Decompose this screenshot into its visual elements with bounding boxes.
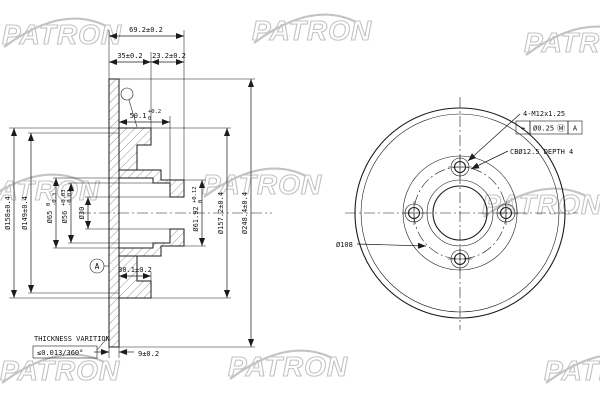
watermark-logo: PATRON (543, 354, 600, 387)
counterbore-note-text: CBØ12.5 DEPTH 4 (510, 148, 573, 156)
watermark-logo: PATRON (0, 173, 100, 207)
dim-nose-od-tol-lower: 0 (198, 200, 204, 203)
watermark-text: PATRON (524, 27, 600, 58)
runout-note-line2: ≤0.013/360° (37, 349, 83, 357)
thread-note-text: 4-M12x1.25 (523, 110, 565, 118)
hub-flange-lower-section (118, 255, 152, 299)
dim-bore-56-text: Ø56 (61, 211, 69, 224)
thread-note-leader (467, 113, 521, 162)
watermark-logo: PATRON (251, 13, 372, 47)
fcf-datum-cell (567, 120, 583, 135)
dim-bore-30-text: Ø30 (78, 207, 86, 220)
watermark-swoosh-icon (253, 13, 357, 44)
hole-crosshair (494, 201, 518, 225)
dim-nose-od: Ø61.92 +0.12 0 (192, 186, 204, 231)
feature-control-frame: ⌖ Ø0.25 Ⓜ A (515, 120, 583, 135)
watermark-swoosh-icon (483, 187, 587, 218)
dim-hat-diameter-text: Ø157.2±0.4 (217, 192, 225, 234)
dim-flange-width-text: 35±0.2 (117, 52, 142, 60)
watermark-swoosh-icon (203, 167, 307, 198)
dim-hat-diameter: Ø157.2±0.4 (217, 192, 225, 234)
disc-outer-circle (354, 107, 566, 319)
material-condition-icon: Ⓜ (557, 124, 565, 133)
hub-barrel-lower-section (118, 228, 185, 257)
watermark-text: PATRON (0, 175, 100, 206)
balloon-circle (120, 87, 134, 101)
bolt-hole-bottom (448, 247, 472, 271)
dim-bore-65-text: Ø65 (46, 211, 54, 224)
watermark-text: PATRON (2, 19, 122, 50)
hub-barrel-upper-section (118, 169, 185, 198)
disc-plate-section (108, 78, 120, 348)
hole-crosshair (402, 201, 426, 225)
dim-pilot-od-text: Ø149±0.4 (21, 196, 29, 230)
datum-text: A (95, 262, 100, 271)
watermark-swoosh-icon (3, 17, 107, 48)
dim-seat-depth-text: 50.1 (130, 112, 147, 120)
dim-plate-thickness-text: 9±0.2 (138, 350, 159, 358)
dim-disc-od: Ø248.4±0.4 (241, 192, 249, 234)
counterbore-note-leader (470, 150, 509, 170)
bolt-hole-top (448, 155, 472, 179)
dim-bore-56-tol-upper: +0.03 (61, 189, 67, 206)
runout-note-line1: THICKNESS VARITION (34, 335, 110, 343)
dim-bore-56: Ø56 +0.03 -0.02 (61, 189, 73, 223)
watermark-text: PATRON (228, 351, 348, 382)
extension-lines (9, 30, 255, 358)
center-bore-circle (432, 185, 488, 241)
watermark-swoosh-icon (525, 25, 600, 56)
section-view: 69.2±0.2 35±0.2 23.2±0.2 50.1 +0.2 0 Ø15… (4, 26, 272, 359)
bolt-hole-left (402, 201, 426, 225)
dim-seat-depth-tol-lower: 0 (148, 116, 151, 122)
dim-seat-depth-tol-upper: +0.2 (148, 109, 161, 115)
dim-flange-od: Ø158±0.4 (4, 196, 12, 230)
dim-hub-depth-text: 30.1±0.2 (118, 266, 152, 274)
watermark-text: PATRON (0, 355, 120, 386)
front-view: 4-M12x1.25 ⌖ Ø0.25 Ⓜ A CBØ12.5 DEPTH 4 Ø… (336, 97, 583, 330)
watermark-swoosh-icon (229, 349, 333, 380)
bolt-circle-text: Ø108 (336, 241, 353, 249)
balloon-leader (128, 99, 138, 128)
dim-overall-width-text: 69.2±0.2 (129, 26, 163, 34)
runout-note-frame (32, 345, 98, 359)
dim-bore-65: Ø65 0 -0.3 (46, 193, 58, 224)
dim-nose-od-text: Ø61.92 (192, 206, 200, 231)
watermark-swoosh-icon (545, 355, 600, 384)
fcf-tolerance-text: Ø0.25 (533, 125, 554, 133)
bolt-circle-leader (356, 242, 427, 249)
disc-edge-circle (360, 113, 560, 313)
dim-bore-30: Ø30 (78, 207, 86, 220)
position-symbol-icon: ⌖ (521, 124, 526, 133)
dim-bore-65-tol-lower: -0.3 (52, 193, 58, 206)
dim-pilot-od: Ø149±0.4 (21, 196, 29, 230)
watermark-logo: PATRON (201, 167, 322, 201)
dim-flange-od-text: Ø158±0.4 (4, 196, 12, 230)
watermark-text: PATRON (252, 15, 372, 46)
bolt-hole-right (494, 201, 518, 225)
watermark-logo: PATRON (1, 17, 122, 51)
watermark-logo: PATRON (523, 25, 600, 59)
fcf-datum-text: A (573, 125, 578, 133)
hole-crosshair (448, 247, 472, 271)
dim-disc-od-text: Ø248.4±0.4 (241, 192, 249, 234)
dim-nose-width-text: 23.2±0.2 (152, 52, 186, 60)
watermark-logo: PATRON (0, 353, 120, 387)
watermark-logo: PATRON (481, 187, 600, 221)
runout-note-leader (96, 335, 110, 351)
dim-bore-65-tol-upper: 0 (46, 203, 52, 206)
dim-bore-56-tol-lower: -0.02 (67, 189, 73, 206)
front-view-centerlines (345, 97, 578, 330)
pilot-circle (426, 179, 494, 247)
hole-crosshair (448, 155, 472, 179)
hub-flange-upper-section (118, 127, 152, 171)
watermark-logo: PATRON (227, 349, 348, 383)
watermark-layer: PATRON PATRON PATRON PATRON PATRON PATRO… (0, 13, 600, 387)
dim-nose-od-tol-upper: +0.12 (192, 186, 198, 203)
